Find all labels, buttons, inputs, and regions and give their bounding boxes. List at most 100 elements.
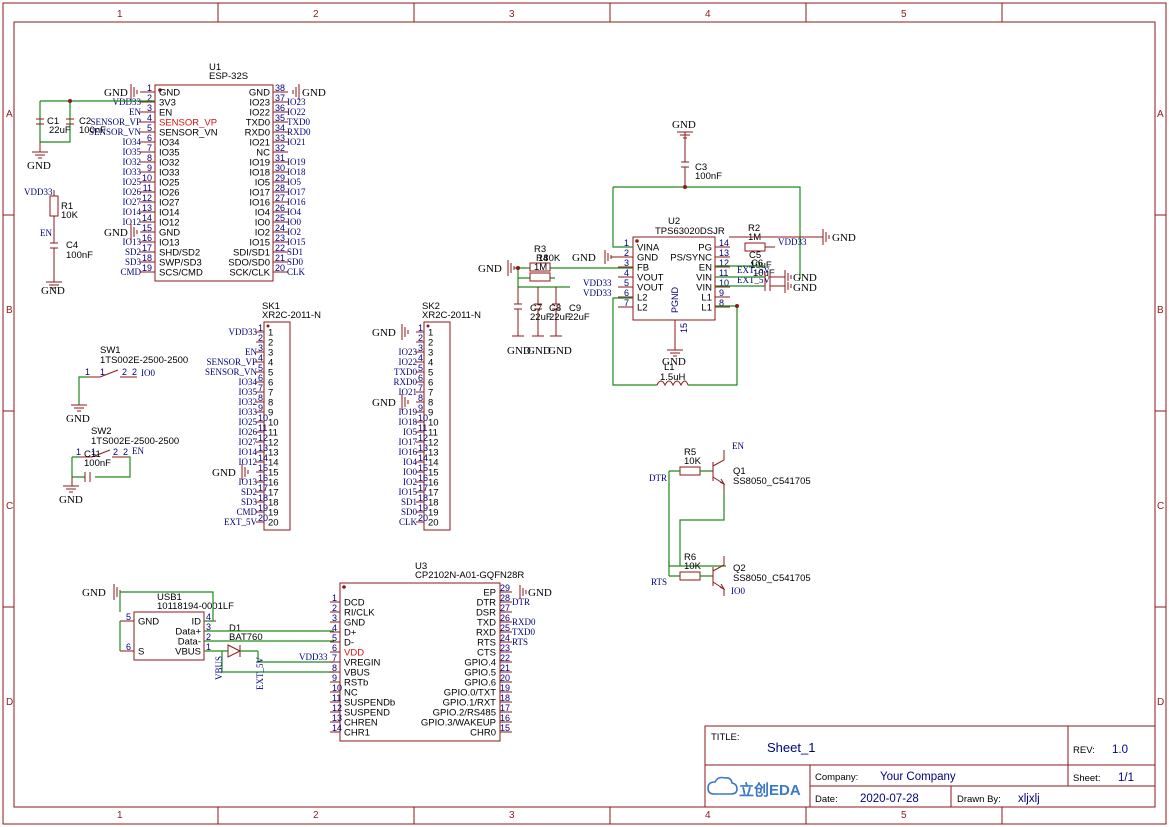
usb1-pin-name: Data- (178, 637, 201, 648)
u3-value: CP2102N-A01-GQFN28R (415, 570, 524, 581)
sk1pins-pin-label: 2 (268, 338, 273, 349)
u3-pin-name: DSR (476, 608, 496, 619)
r3-ref: R3 (534, 244, 546, 255)
c2-ref: C2 (79, 116, 91, 127)
u1-pin-net: IO19 (287, 157, 306, 167)
u3-pin-name: D- (344, 638, 354, 649)
sk1pins-pin-net: SENSOR_VP (206, 357, 257, 367)
u1-pin-number: 38 (275, 83, 285, 93)
sw2-switch[interactable]: SW2 1TS002E-2500-2500 1 1 2 2 EN C11 100… (59, 426, 179, 506)
sk1pins-pin-number: 1 (258, 323, 263, 333)
usb1-pin-name: VBUS (175, 647, 201, 658)
u2-pin-name: FB (637, 263, 649, 274)
u2-pin-number: 8 (719, 298, 724, 308)
u1-pin-net: IO15 (287, 237, 306, 247)
sk2pins-pin-label: 10 (428, 418, 439, 429)
r3-value: 180K (538, 253, 561, 264)
u2-pin-number: 1 (624, 238, 629, 248)
sk2pins-pin-label: 17 (428, 488, 439, 499)
sk2pins-pin-net: IO23 (399, 347, 418, 357)
u1-pin-net: SD3 (125, 257, 142, 267)
c11-value: 100nF (84, 458, 111, 469)
u1-pin-name: IO23 (249, 98, 270, 109)
u1-pin-name: IO33 (159, 168, 180, 179)
d1-value: BAT760 (229, 632, 263, 643)
gnd-label-15: GND (82, 587, 106, 599)
u3-pin-number: 16 (500, 713, 510, 723)
sk2pins-gnd-label: GND (372, 397, 396, 409)
u3-pin-net: TXD0 (512, 627, 535, 637)
u3-pin-number: 28 (500, 593, 510, 603)
c9-ref: C9 (569, 303, 581, 314)
gnd-label-16: GND (528, 587, 552, 599)
sk2pins-pin-label: 20 (428, 518, 439, 529)
u1-pin-net: VDD33 (113, 97, 142, 107)
sk2pins-pin-net: IO17 (399, 437, 418, 447)
u1-pin-name: SDO/SD0 (228, 258, 270, 269)
u3-pin-number: 1 (332, 593, 337, 603)
u1-pin-net: SD0 (287, 257, 304, 267)
u1-pin-name: SWP/SD3 (159, 258, 202, 269)
u3-pin-net: RXD0 (512, 617, 536, 627)
u1-pin-name: TXD0 (246, 118, 270, 129)
sw1-switch[interactable]: SW1 1TS002E-2500-2500 1 1 2 2 IO0 GND (66, 345, 188, 425)
u1-pin-name: IO5 (255, 178, 270, 189)
rev-label: REV: (1073, 745, 1095, 756)
u2-pin-number: 7 (624, 298, 629, 308)
u1-pin-name: SCK/CLK (229, 268, 270, 279)
u3-pin-number: 24 (500, 633, 510, 643)
sk2pins-pin-label: 4 (428, 358, 433, 369)
c2-value: 100nF (79, 125, 106, 136)
u1-pin-net: RXD0 (287, 127, 311, 137)
sk1pins-pin-number: 4 (258, 353, 263, 363)
c1-ref: C1 (47, 116, 59, 127)
sk2pins-pin-number: 4 (418, 353, 423, 363)
sk2pins-pin-label: 9 (428, 408, 433, 419)
sk1pins-pin-label: 20 (268, 518, 279, 529)
u1-pin-net: IO18 (287, 167, 306, 177)
u2-vout-net-2: VDD33 (583, 288, 612, 298)
svg-text:1: 1 (100, 367, 105, 377)
u3-pin-number: 22 (500, 653, 510, 663)
svg-text:1: 1 (85, 367, 90, 377)
sk1pins-pin-number: 19 (258, 503, 268, 513)
u3-pin-name: CHR0 (470, 728, 496, 739)
u1-pin-name: IO13 (159, 238, 180, 249)
sk1pins-pin-number: 11 (258, 423, 267, 433)
u1-pin-number: 31 (275, 153, 285, 163)
r4-value: 1M (534, 262, 547, 273)
sk1pins-pin-label: 11 (268, 428, 278, 439)
c8-value: 22uF (549, 312, 571, 323)
sk1pins-pin-net: IO27 (239, 437, 258, 447)
u3-pin-name: CTS (477, 648, 496, 659)
sk2pins-pin-number: 12 (418, 433, 428, 443)
sk2pins-pin-label: 12 (428, 438, 439, 449)
u3-pin-name: CHREN (344, 718, 378, 729)
sk1pins-pin-net: CMD (236, 507, 257, 517)
sk2pins-pin-number: 17 (418, 483, 428, 493)
company-label: Company: (815, 772, 858, 783)
r1-ref: R1 (61, 201, 73, 212)
u3-ref: U3 (415, 561, 427, 572)
c6-value: 10uF (753, 268, 775, 279)
u1-gnd-label: GND (104, 87, 128, 99)
u1-pin-name: IO25 (159, 178, 180, 189)
u3-pin-name: RXD (476, 628, 496, 639)
u1-pin-number: 34 (275, 123, 285, 133)
u1-pin-number: 16 (142, 233, 152, 243)
u1-pin-number: 1 (147, 83, 152, 93)
u1-pin-net: IO17 (287, 187, 306, 197)
drawn-value: xljxlj (1018, 793, 1040, 805)
u2-pin-number: 6 (624, 288, 629, 298)
u3-pin-name: SUSPEND (344, 708, 390, 719)
u1-pin-number: 20 (275, 263, 285, 273)
usb1-pin-number: 4 (206, 612, 211, 622)
sk2pins-pin-net: TXD0 (394, 367, 417, 377)
u3-pin-name: VBUS (344, 668, 370, 679)
